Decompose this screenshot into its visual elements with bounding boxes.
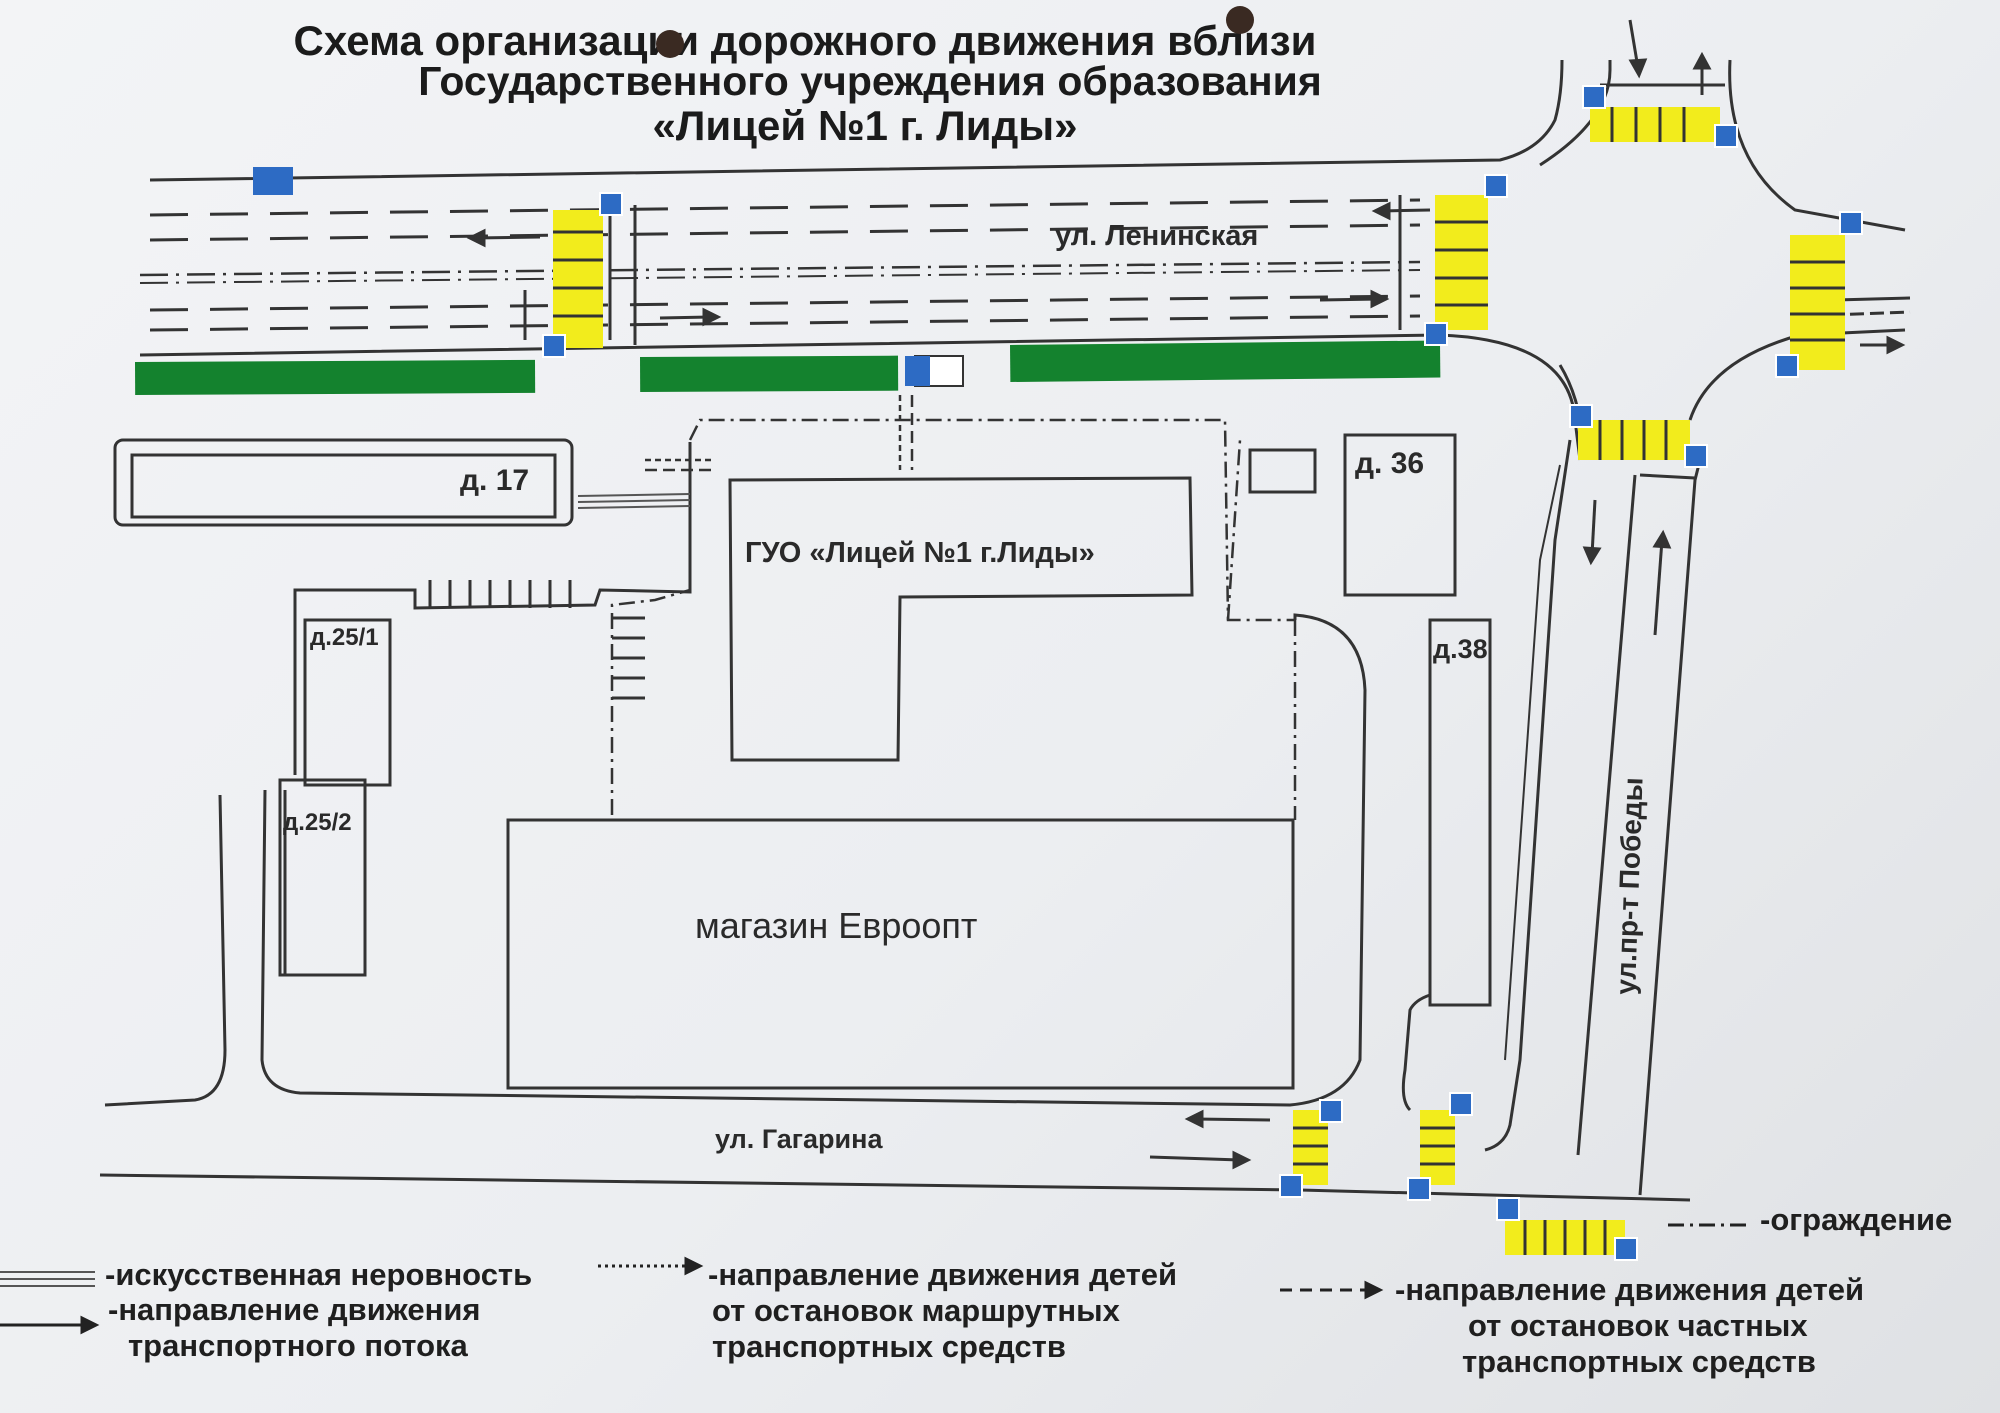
legend-speed-bump xyxy=(0,1271,95,1287)
buildings xyxy=(113,433,1492,1090)
street-label-pobedy: ул.пр-т Победы xyxy=(1610,777,1649,995)
legend-traffic-flow-arrow xyxy=(0,1315,100,1335)
gagarina-road xyxy=(99,613,1691,1202)
parking-stripes xyxy=(428,580,645,700)
legend-private-route-label-2: от остановок частных xyxy=(1468,1308,1808,1343)
pin-hole-right xyxy=(1226,6,1254,34)
building-d17-outer xyxy=(113,438,574,527)
crosswalk-leninskaya-right xyxy=(1435,195,1488,330)
building-lyceum xyxy=(728,476,1194,762)
fences xyxy=(610,418,1297,820)
bus-stop-icon-top xyxy=(253,167,293,195)
crosswalk-gagarina-right xyxy=(1420,1110,1455,1185)
building-label-store: магазин Евроопт xyxy=(695,905,977,946)
building-d17 xyxy=(130,453,557,519)
building-label-d17: д. 17 xyxy=(460,464,529,497)
legend-fence-label: -ограждение xyxy=(1760,1202,1952,1237)
building-label-lyceum: ГУО «Лицей №1 г.Лиды» xyxy=(745,537,1095,569)
crosswalk-leninskaya-left xyxy=(553,210,603,348)
building-label-d38: д.38 xyxy=(1433,634,1488,664)
legend-private-route-label-1: -направление движения детей xyxy=(1395,1272,1864,1307)
legend-traffic-flow-label-2: транспортного потока xyxy=(128,1328,469,1363)
small-building xyxy=(1248,448,1317,494)
crossroads-arrows xyxy=(1628,19,1906,355)
children-routes xyxy=(645,395,914,472)
building-label-d25-2: д.25/2 xyxy=(283,809,352,836)
building-d36 xyxy=(1343,433,1457,597)
pobedy-arrows xyxy=(1582,499,1672,636)
crosswalk-pobedy-top xyxy=(1578,420,1690,460)
crosswalk-signs xyxy=(542,85,1863,1261)
crosswalk-top-intersection xyxy=(1590,107,1720,142)
title-line-2: Государственного учреждения образования xyxy=(418,58,1322,104)
crosswalk-pobedy-bottom xyxy=(1505,1220,1625,1255)
crosswalks xyxy=(553,107,1845,1255)
building-d25-1 xyxy=(303,618,392,787)
street-label-gagarina: ул. Гагарина xyxy=(715,1124,883,1154)
building-d38 xyxy=(1428,618,1492,1007)
building-store xyxy=(506,818,1295,1090)
gagarina-arrows xyxy=(1149,1109,1271,1170)
legend-traffic-flow-label-1: -направление движения xyxy=(108,1292,480,1327)
legend-private-route-arrow xyxy=(1280,1280,1384,1300)
building-label-d36: д. 36 xyxy=(1355,447,1424,480)
green-strips xyxy=(135,340,1441,395)
title-line-3: «Лицей №1 г. Лиды» xyxy=(653,102,1078,149)
speed-bumps xyxy=(577,493,691,509)
leninskaya-road xyxy=(139,59,1582,461)
building-label-d25-1: д.25/1 xyxy=(310,624,379,651)
legend-private-route-label-3: транспортных средств xyxy=(1462,1344,1816,1379)
legend-bus-route-arrow xyxy=(598,1256,704,1276)
legend-bus-route-label-1: -направление движения детей xyxy=(708,1257,1177,1292)
legend-speed-bump-label: -искусственная неровность xyxy=(105,1257,532,1292)
pin-hole-left xyxy=(656,30,684,58)
title-line-1: Схема организации дорожного движения вбл… xyxy=(294,17,1317,64)
legend-bus-route-label-3: транспортных средств xyxy=(712,1329,1066,1364)
leninskaya-arrows xyxy=(466,201,1431,327)
building-d25-2 xyxy=(278,778,367,977)
legend: -искусственная неровность -направление д… xyxy=(0,1202,1952,1379)
street-label-leninskaya: ул. Ленинская xyxy=(1055,220,1258,252)
crosswalk-right-intersection xyxy=(1790,235,1845,370)
bus-stop-icon xyxy=(905,356,930,386)
crosswalk-gagarina-left xyxy=(1293,1110,1328,1185)
legend-bus-route-label-2: от остановок маршрутных xyxy=(712,1293,1121,1328)
